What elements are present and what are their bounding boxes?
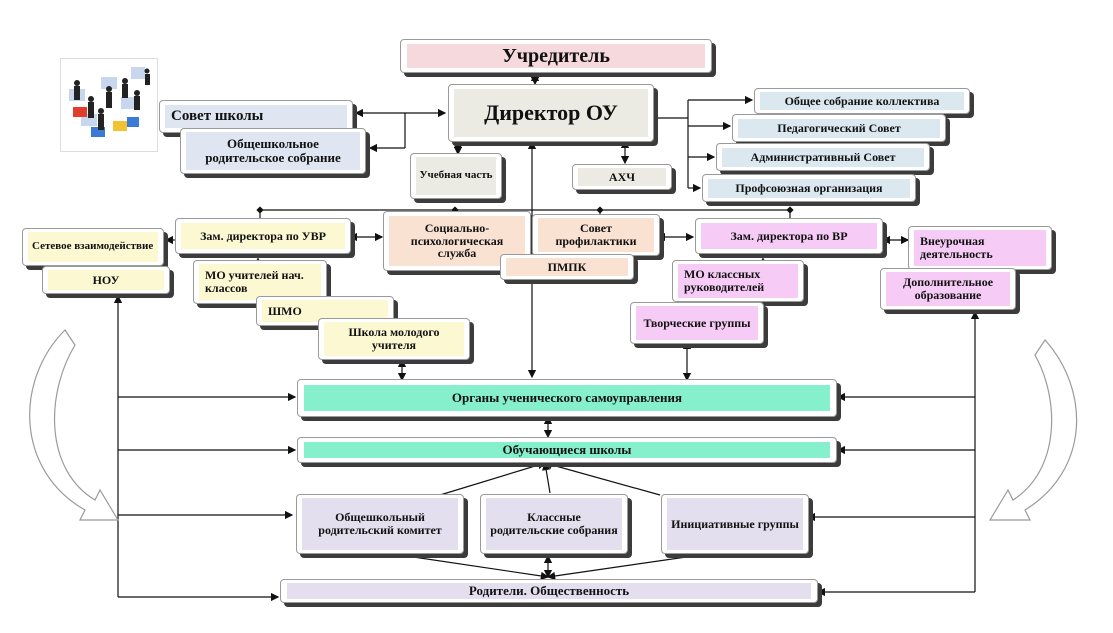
node-mo-primary-label: МО учителей нач. классов — [199, 264, 321, 300]
node-akhch: АХЧ — [572, 164, 672, 190]
node-creative-groups-label: Творческие группы — [636, 306, 758, 340]
node-ped-council-label: Педагогический Совет — [738, 118, 940, 138]
node-nou-label: НОУ — [48, 270, 164, 290]
node-parent-committee-label: Общешкольный родительский комитет — [302, 498, 458, 550]
node-director: Директор ОУ — [448, 84, 654, 142]
node-extracurricular-label: Внеурочная деятельность — [914, 230, 1046, 266]
node-school-council-label: Совет школы — [165, 105, 347, 128]
node-parent-meeting-label: Общешкольное родительское собрание — [186, 132, 360, 170]
node-prevention-council-label: Совет профилактики — [538, 218, 654, 252]
node-parent-committee: Общешкольный родительский комитет — [296, 494, 464, 554]
node-founder-label: Учредитель — [407, 44, 705, 68]
node-school-council: Совет школы — [159, 100, 353, 133]
node-student-gov-label: Органы ученического самоуправления — [304, 385, 830, 411]
node-pmpk-label: ПМПК — [506, 258, 628, 276]
node-union: Профсоюзная организация — [702, 174, 916, 202]
node-pmpk: ПМПК — [500, 254, 634, 280]
node-deputy-vr-label: Зам. директора по ВР — [701, 223, 877, 249]
node-general-meeting-label: Общее собрание коллектива — [760, 92, 964, 110]
node-union-label: Профсоюзная организация — [708, 178, 910, 198]
node-director-label: Директор ОУ — [454, 89, 648, 137]
node-student-gov: Органы ученического самоуправления — [297, 379, 837, 417]
node-students-label: Обучающиеся школы — [304, 442, 830, 458]
node-admin-council-label: Административный Совет — [722, 147, 924, 167]
node-network-label: Сетевое взаимодействие — [28, 232, 158, 262]
node-mo-class-label: МО классных руководителей — [678, 264, 798, 298]
node-class-meetings-label: Классные родительские собрания — [486, 498, 622, 550]
node-parent-meeting: Общешкольное родительское собрание — [180, 128, 366, 174]
node-parents-public-label: Родители. Общественность — [287, 583, 811, 599]
node-academic-part-label: Учебная часть — [416, 157, 496, 195]
node-academic-part: Учебная часть — [410, 153, 502, 199]
node-additional-edu: Дополнительное образование — [880, 268, 1016, 310]
node-initiative-groups-label: Инициативные группы — [667, 498, 803, 550]
node-deputy-vr: Зам. директора по ВР — [695, 218, 883, 254]
node-admin-council: Административный Совет — [716, 143, 930, 171]
node-initiative-groups: Инициативные группы — [661, 494, 809, 554]
node-mo-class: МО классных руководителей — [672, 260, 804, 302]
node-nou: НОУ — [42, 266, 170, 294]
node-parents-public: Родители. Общественность — [280, 579, 818, 603]
node-deputy-uvr: Зам. директора по УВР — [175, 218, 351, 254]
people-puzzle-icon — [60, 58, 158, 152]
node-akhch-label: АХЧ — [578, 168, 666, 186]
node-young-teacher-label: Школа молодого учителя — [324, 322, 464, 356]
node-class-meetings: Классные родительские собрания — [480, 494, 628, 554]
node-network: Сетевое взаимодействие — [22, 228, 164, 266]
node-extracurricular: Внеурочная деятельность — [908, 226, 1052, 270]
node-deputy-uvr-label: Зам. директора по УВР — [181, 223, 345, 249]
node-young-teacher: Школа молодого учителя — [318, 318, 470, 360]
node-prevention-council: Совет профилактики — [532, 214, 660, 256]
node-shmo-label: ШМО — [262, 300, 388, 322]
node-ped-council: Педагогический Совет — [732, 114, 946, 142]
node-general-meeting: Общее собрание коллектива — [754, 88, 970, 114]
node-founder: Учредитель — [400, 39, 712, 73]
node-students: Обучающиеся школы — [297, 437, 837, 463]
node-additional-edu-label: Дополнительное образование — [886, 272, 1010, 306]
node-creative-groups: Творческие группы — [630, 302, 764, 344]
